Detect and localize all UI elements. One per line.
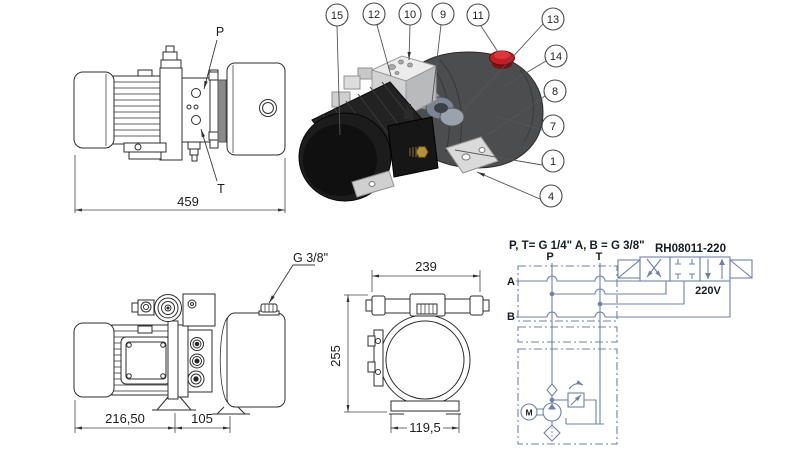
motor-foot-3d bbox=[351, 170, 395, 198]
voltage-label: 220V bbox=[695, 285, 721, 297]
callout-12: 12 bbox=[368, 9, 380, 21]
callout-9: 9 bbox=[440, 9, 446, 21]
callout-leaders bbox=[336, 23, 547, 200]
valve-model-label: RH08011-220 bbox=[655, 243, 726, 255]
manifold-boundary bbox=[517, 265, 618, 322]
solenoid-symbols bbox=[617, 259, 753, 279]
pump-symbol bbox=[542, 402, 562, 422]
iso-view: 15 12 10 9 11 13 14 8 7 1 4 bbox=[298, 2, 568, 208]
thread-size-label: G 3/8" bbox=[293, 251, 328, 265]
callout-balloons: 15 12 10 9 11 13 14 8 7 1 4 bbox=[325, 2, 568, 208]
mounting-bracket-3d bbox=[445, 136, 499, 174]
dim-119-5: 119,5 bbox=[409, 420, 441, 435]
callout-13: 13 bbox=[547, 14, 559, 26]
schematic-port-b: B bbox=[507, 311, 515, 323]
filler-cap-3d bbox=[489, 50, 515, 69]
port-p-label: P bbox=[216, 25, 224, 39]
callout-10: 10 bbox=[404, 9, 416, 21]
motor-3d bbox=[298, 81, 429, 202]
check-valve-symbol bbox=[546, 383, 558, 397]
motor-letter: M bbox=[525, 408, 532, 418]
callout-4: 4 bbox=[548, 191, 554, 203]
schematic-port-a: A bbox=[507, 276, 515, 288]
b-line bbox=[516, 281, 731, 318]
t-branch bbox=[600, 281, 685, 305]
callout-7: 7 bbox=[550, 121, 556, 133]
a-line bbox=[516, 275, 650, 282]
dim-216-50: 216,50 bbox=[105, 411, 145, 426]
callout-15: 15 bbox=[331, 10, 343, 22]
relief-valve-symbol bbox=[549, 380, 597, 424]
dim-105: 105 bbox=[191, 411, 213, 426]
motor-symbol bbox=[520, 403, 543, 421]
directional-valve-symbol bbox=[617, 256, 753, 282]
callout-8: 8 bbox=[552, 86, 558, 98]
schematic-port-t: T bbox=[596, 251, 603, 263]
schematic-port-p: P bbox=[546, 251, 553, 263]
side-view-top: P T 459 bbox=[73, 25, 286, 213]
filter-symbol bbox=[543, 421, 561, 442]
tank-boundary bbox=[517, 348, 618, 445]
front-view: 239 255 119,5 bbox=[328, 259, 490, 435]
hydraulic-schematic: P, T= G 1/4" A, B = G 3/8" RH08011-220 P… bbox=[507, 240, 753, 445]
callout-14: 14 bbox=[550, 51, 562, 63]
brass-fitting-3d bbox=[409, 146, 429, 158]
p-branch bbox=[552, 281, 667, 295]
dim-length-459: 459 bbox=[177, 194, 199, 209]
dim-255: 255 bbox=[328, 345, 343, 367]
dim-239: 239 bbox=[415, 259, 437, 274]
side-view-bottom: G 3/8" 216,50 105 bbox=[73, 251, 328, 433]
return-line bbox=[565, 418, 604, 425]
ports-note: P, T= G 1/4" A, B = G 3/8" bbox=[509, 240, 645, 252]
callout-11: 11 bbox=[472, 10, 483, 22]
port-t-label: T bbox=[217, 182, 225, 196]
callout-1: 1 bbox=[550, 156, 556, 168]
spacer-boundary bbox=[517, 326, 618, 343]
